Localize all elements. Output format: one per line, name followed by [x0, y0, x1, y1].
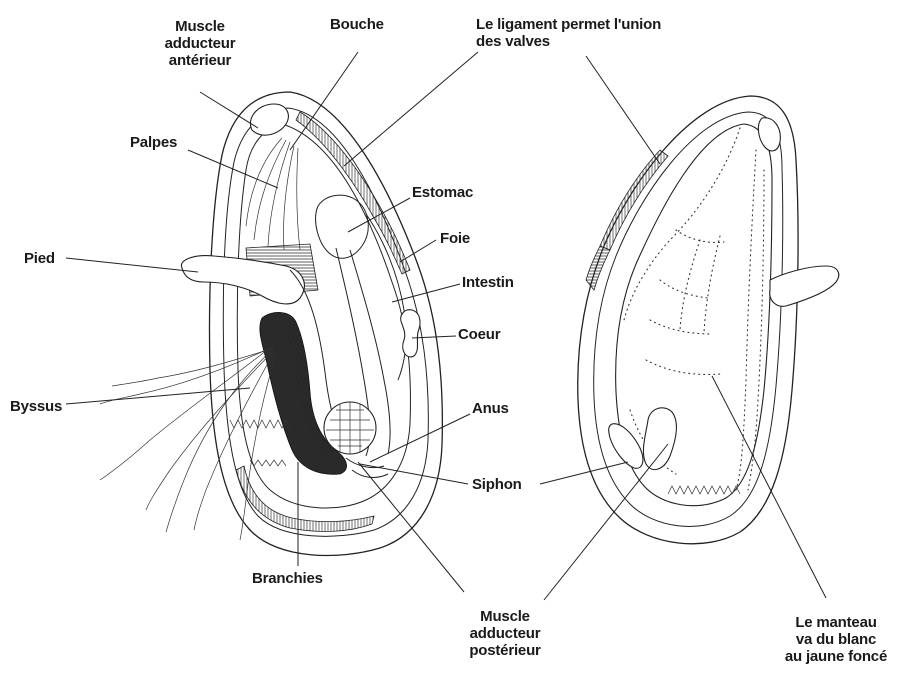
label-manteau: Le manteau va du blanc au jaune foncé	[776, 614, 896, 665]
label-estomac: Estomac	[412, 184, 473, 201]
label-muscle-adducteur-anterieur: Muscle adducteur antérieur	[150, 18, 250, 69]
label-pied: Pied	[24, 250, 55, 267]
left-heart	[401, 310, 420, 357]
label-ligament: Le ligament permet l'union des valves	[476, 16, 661, 50]
label-line: adducteur	[150, 35, 250, 52]
label-line: des valves	[476, 33, 661, 50]
right-mussel-mantle	[578, 96, 839, 544]
left-mussel-anatomy	[100, 92, 442, 555]
label-palpes: Palpes	[130, 134, 177, 151]
right-foot	[770, 266, 839, 306]
label-foie: Foie	[440, 230, 470, 247]
label-line: va du blanc	[776, 631, 896, 648]
left-ventral-hatching	[236, 466, 374, 531]
left-palps	[246, 138, 300, 250]
left-mantle-frill	[230, 420, 290, 466]
label-line: antérieur	[150, 52, 250, 69]
label-line: Muscle	[450, 608, 560, 625]
label-branchies: Branchies	[252, 570, 323, 587]
label-siphon: Siphon	[472, 476, 522, 493]
label-line: postérieur	[450, 642, 560, 659]
left-anterior-adductor	[250, 104, 288, 135]
label-byssus: Byssus	[10, 398, 62, 415]
label-coeur: Coeur	[458, 326, 500, 343]
label-line: Le ligament permet l'union	[476, 16, 661, 33]
label-intestin: Intestin	[462, 274, 514, 291]
label-bouche: Bouche	[330, 16, 384, 33]
label-line: Le manteau	[776, 614, 896, 631]
label-line: Muscle	[150, 18, 250, 35]
left-hinge-hatching	[296, 112, 410, 274]
label-muscle-adducteur-posterieur: Muscle adducteur postérieur	[450, 608, 560, 659]
label-line: adducteur	[450, 625, 560, 642]
label-line: au jaune foncé	[776, 648, 896, 665]
left-byssus	[100, 346, 276, 540]
label-anus: Anus	[472, 400, 509, 417]
